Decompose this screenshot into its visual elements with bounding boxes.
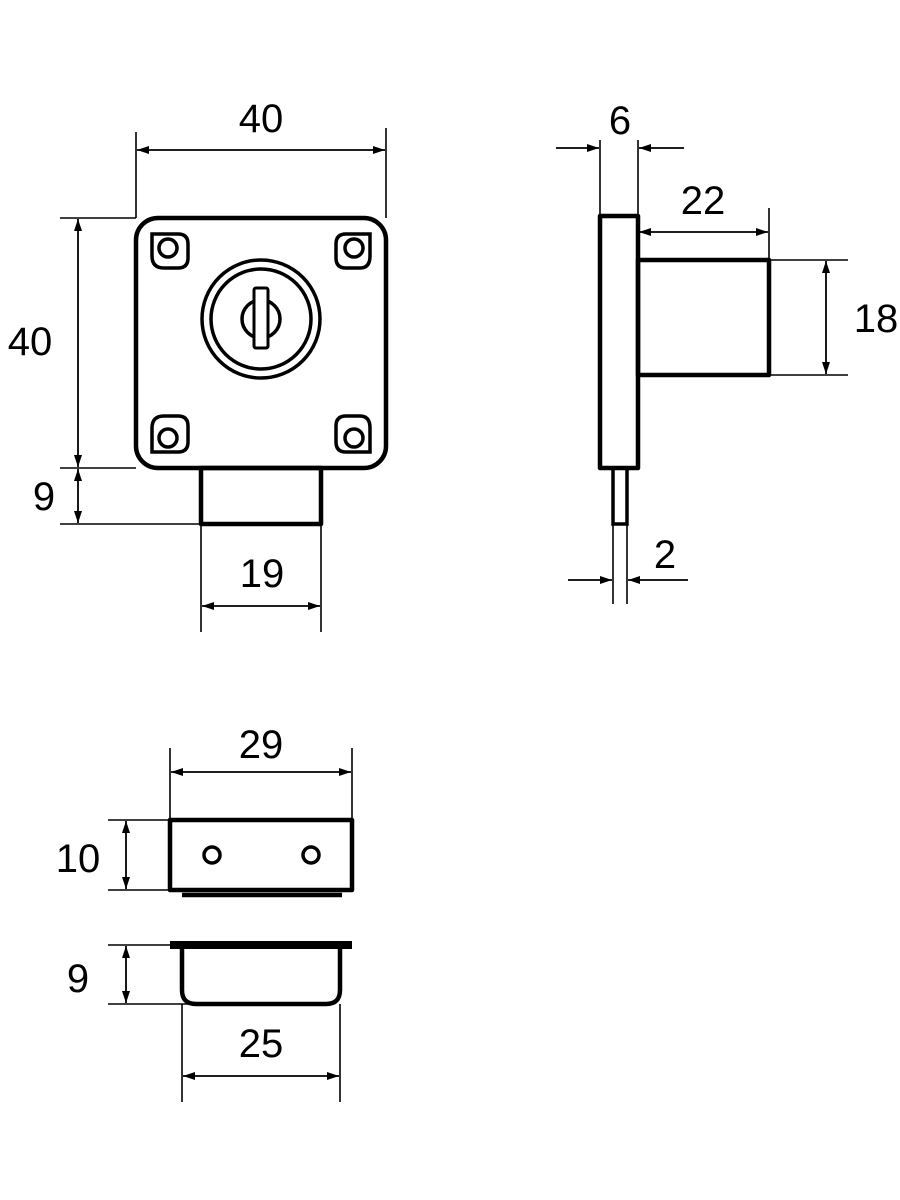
- cylinder-outer-ring: [200, 258, 322, 380]
- cup-height-label: 9: [67, 957, 89, 1001]
- screw-hole-top-left-icon: [157, 237, 179, 259]
- strike-screw-hole-left-icon: [202, 845, 222, 865]
- cup-outline: [179, 949, 343, 1007]
- bolt-side-outline: [611, 466, 629, 526]
- side-plate-thickness-label: 6: [609, 99, 631, 143]
- cup-view: 9 25: [67, 941, 352, 1102]
- side-body-depth-label: 22: [681, 179, 726, 223]
- front-bolt-height-label: 9: [33, 475, 55, 519]
- side-bolt-thickness-label: 2: [654, 533, 676, 577]
- front-height-label: 40: [8, 320, 53, 364]
- strike-height-label: 10: [56, 837, 101, 881]
- corner-recess-bottom-right: [334, 414, 372, 454]
- corner-recess-bottom-left: [150, 414, 190, 454]
- cup-width-label: 25: [239, 1022, 284, 1066]
- front-width-label: 40: [239, 97, 284, 141]
- side-body-height-label: 18: [854, 297, 899, 341]
- mounting-plate-outline: [597, 213, 641, 471]
- cylinder-inner-ring: [209, 267, 313, 371]
- screw-hole-bottom-right-icon: [343, 427, 365, 449]
- side-view: 6 22 18 2: [556, 99, 898, 604]
- strike-screw-hole-right-icon: [301, 845, 321, 865]
- front-bolt-width-label: 19: [240, 552, 285, 596]
- front-view: 40 40 9 19: [8, 97, 389, 632]
- keyway-slot-icon: [252, 286, 270, 350]
- strike-plate-view: 29 10: [56, 723, 355, 898]
- bolt-outline: [198, 465, 324, 527]
- lock-body-side-outline: [635, 257, 772, 378]
- corner-recess-top-left: [150, 232, 190, 270]
- corner-recess-top-right: [334, 232, 372, 270]
- screw-hole-top-right-icon: [343, 237, 365, 259]
- strike-width-label: 29: [239, 723, 284, 767]
- screw-hole-bottom-left-icon: [157, 427, 179, 449]
- strike-plate-outline: [167, 817, 355, 893]
